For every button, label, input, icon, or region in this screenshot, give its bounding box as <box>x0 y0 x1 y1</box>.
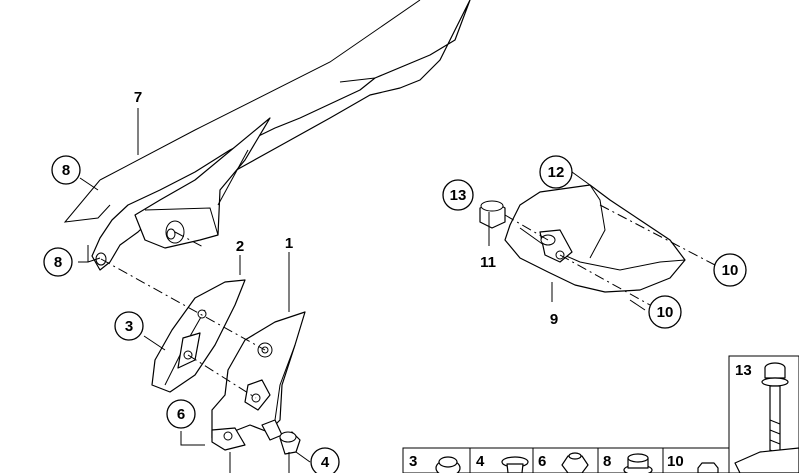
cap-nut-icon <box>435 456 461 473</box>
clip-icon <box>734 447 799 473</box>
callout-7: 7 <box>134 89 142 106</box>
callout-2: 2 <box>236 238 244 255</box>
svg-text:10: 10 <box>657 304 674 321</box>
svg-text:2: 2 <box>236 238 244 255</box>
holder-part-9 <box>504 184 686 293</box>
rivet-icon <box>501 456 529 473</box>
svg-text:8: 8 <box>54 254 62 271</box>
callout-8-top: 8 <box>51 155 81 185</box>
bolt-icon <box>761 362 789 463</box>
fastener-legend: 3 4 6 8 <box>402 447 730 473</box>
nut-icon <box>697 462 719 473</box>
svg-text:10: 10 <box>722 262 739 279</box>
callout-6: 6 <box>166 399 196 429</box>
callout-10-right: 10 <box>713 253 747 287</box>
legend-item-10: 10 <box>667 453 719 473</box>
bracket-part-1 <box>211 311 306 451</box>
leader-lines <box>78 108 646 473</box>
svg-text:7: 7 <box>134 89 142 106</box>
svg-text:6: 6 <box>538 453 546 470</box>
legend-item-8: 8 <box>603 453 653 473</box>
legend-item-6: 6 <box>538 452 589 473</box>
svg-text:13: 13 <box>450 187 467 204</box>
spacer-part-4 <box>279 431 301 455</box>
callout-13: 13 <box>442 179 474 211</box>
chain-guard-part-7 <box>63 0 471 271</box>
callout-4: 4 <box>310 447 340 473</box>
callout-9: 9 <box>550 311 558 328</box>
svg-text:8: 8 <box>62 162 70 179</box>
flange-nut-icon <box>623 453 653 473</box>
callout-8-bottom: 8 <box>43 247 73 277</box>
svg-text:9: 9 <box>550 311 558 328</box>
svg-text:3: 3 <box>409 453 417 470</box>
assembly-lines <box>100 204 716 399</box>
svg-text:11: 11 <box>480 254 496 271</box>
legend-item-3: 3 <box>409 453 461 473</box>
svg-text:12: 12 <box>548 164 565 181</box>
svg-text:13: 13 <box>735 362 752 379</box>
spacer-part-11 <box>479 200 506 229</box>
svg-text:10: 10 <box>667 453 684 470</box>
legend-item-4: 4 <box>476 453 529 473</box>
callout-12: 12 <box>539 155 573 189</box>
callout-1: 1 <box>285 235 293 252</box>
callout-3: 3 <box>114 311 144 341</box>
svg-text:4: 4 <box>321 454 330 471</box>
callout-11: 11 <box>480 254 496 271</box>
svg-text:4: 4 <box>476 453 485 470</box>
hex-nut-icon <box>561 452 589 473</box>
callout-10-lower: 10 <box>648 295 682 329</box>
svg-text:8: 8 <box>603 453 611 470</box>
svg-text:6: 6 <box>177 406 185 423</box>
svg-text:1: 1 <box>285 235 293 252</box>
svg-text:3: 3 <box>125 318 133 335</box>
